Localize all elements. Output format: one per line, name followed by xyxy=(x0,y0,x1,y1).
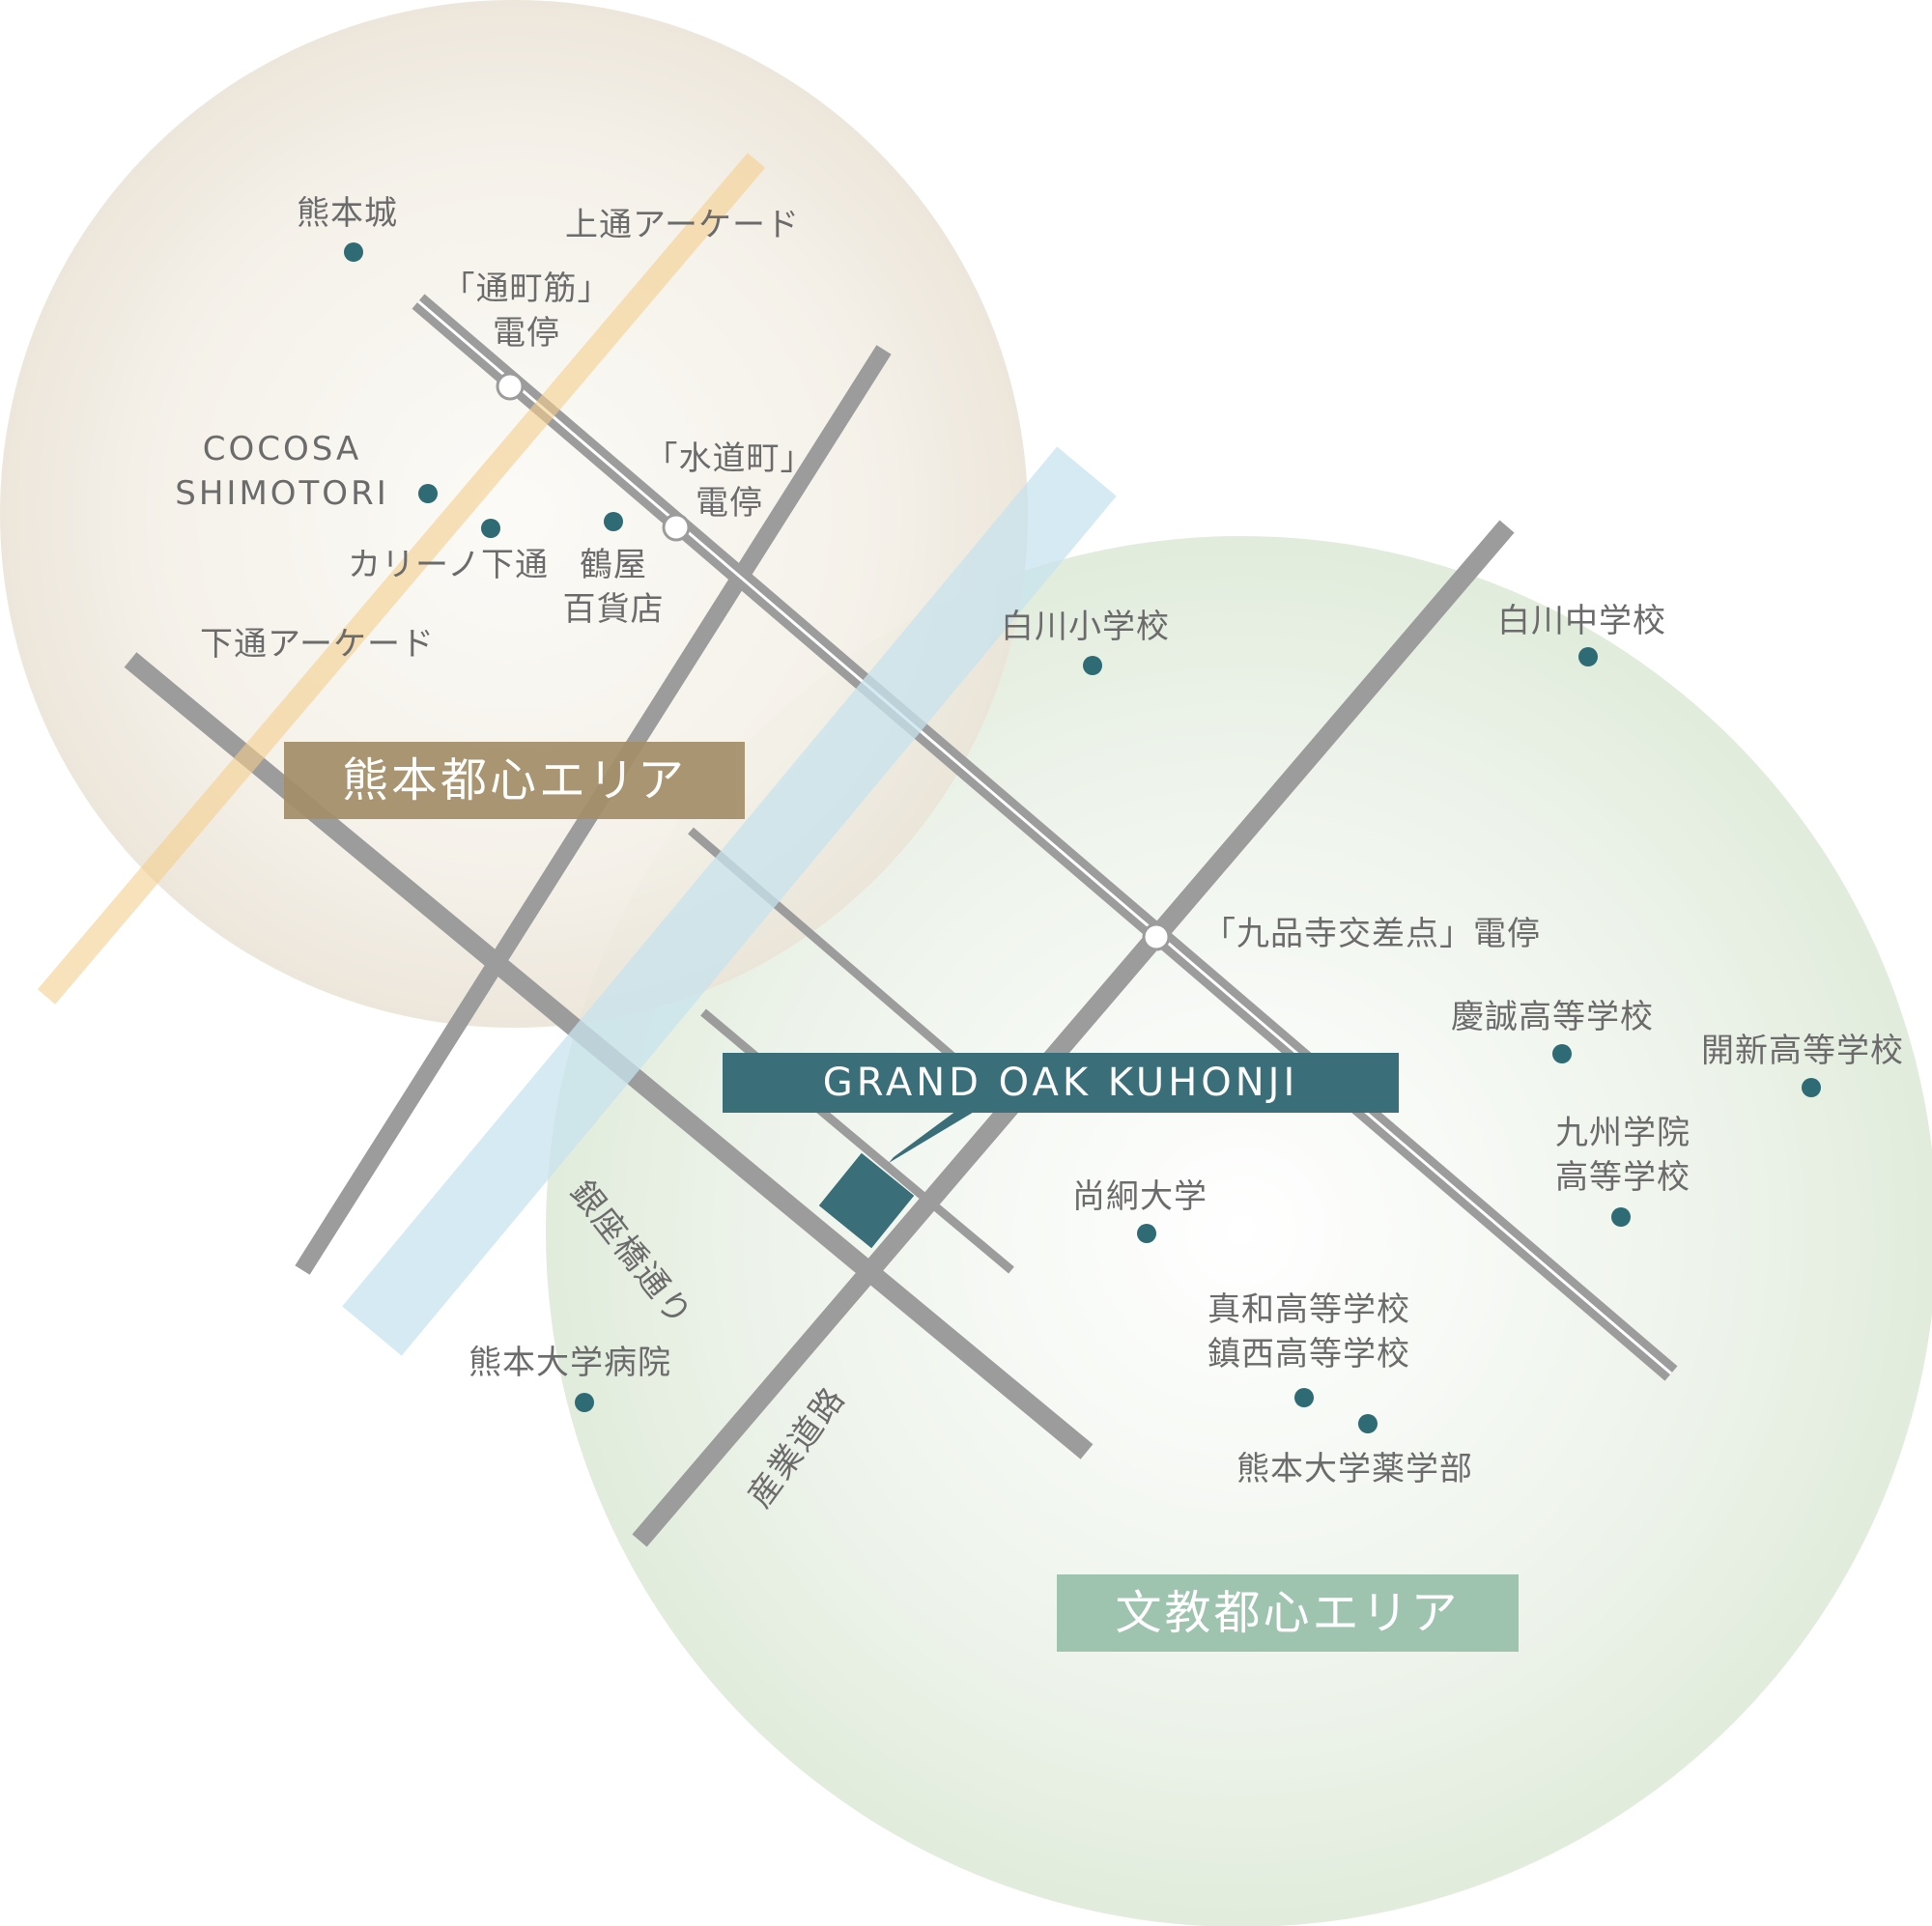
poi-label-cocosa: COCOSA SHIMOTORI xyxy=(175,430,389,513)
poi-dot xyxy=(1137,1224,1156,1243)
river xyxy=(342,446,1117,1356)
poi-dot xyxy=(575,1393,594,1412)
poi-label-keisei: 慶誠高等学校 xyxy=(1451,998,1654,1036)
site-marker xyxy=(818,1111,976,1249)
poi-dot xyxy=(1611,1207,1631,1227)
arcade-line xyxy=(37,153,766,1005)
poi-dot xyxy=(344,242,363,262)
poi-dot xyxy=(1552,1044,1572,1063)
poi-label-hospital: 熊本大学病院 xyxy=(469,1344,671,1382)
poi-label-suidocho-stop: 「水道町」 電停 xyxy=(644,439,814,523)
poi-label-kyushu-gakuin: 九州学院 高等学校 xyxy=(1555,1114,1690,1197)
poi-label-tsuruya: 鶴屋 百貨店 xyxy=(562,546,665,629)
tram-stop-toricho xyxy=(496,372,525,401)
poi-dot xyxy=(604,512,623,531)
tram-stop-suidocho xyxy=(662,513,691,542)
tram-stop-kuhonji xyxy=(1142,922,1171,951)
poi-label-shirakawa-junior-high: 白川中学校 xyxy=(1497,602,1666,640)
poi-dots xyxy=(344,242,1821,1433)
tram-line xyxy=(412,294,1678,1381)
poi-dot xyxy=(1802,1078,1821,1097)
poi-label-shokei: 尚絅大学 xyxy=(1072,1177,1208,1216)
poi-dot xyxy=(481,519,500,538)
poi-label-karino: カリーノ下通 xyxy=(348,546,549,584)
poi-dot xyxy=(1083,656,1102,675)
poi-dot xyxy=(1294,1388,1314,1407)
poi-label-kumamoto-castle: 熊本城 xyxy=(297,194,398,233)
poi-label-kamitori: 上通アーケード xyxy=(565,206,800,244)
poi-label-shirakawa-elementary: 白川小学校 xyxy=(1001,608,1170,646)
brand-banner: GRAND OAK KUHONJI xyxy=(723,1053,1399,1113)
poi-label-shinwa-chinzei: 真和高等学校 鎮西高等学校 xyxy=(1208,1290,1410,1374)
poi-label-pharmacy: 熊本大学薬学部 xyxy=(1236,1450,1473,1488)
poi-label-shimotori: 下通アーケード xyxy=(200,625,435,664)
poi-dot xyxy=(1578,647,1598,666)
poi-label-kuhonji-stop: 「九品寺交差点」電停 xyxy=(1203,915,1541,953)
road-sangyo xyxy=(632,520,1515,1547)
education-area-circle xyxy=(546,536,1932,1926)
poi-label-kaishin: 開新高等学校 xyxy=(1701,1032,1904,1070)
poi-label-toricho-stop: 「通町筋」 電停 xyxy=(441,269,611,353)
city-area-label: 熊本都心エリア xyxy=(284,742,745,819)
poi-dot xyxy=(418,484,438,503)
education-area-label: 文教都心エリア xyxy=(1057,1574,1519,1652)
poi-dot xyxy=(1358,1414,1378,1433)
